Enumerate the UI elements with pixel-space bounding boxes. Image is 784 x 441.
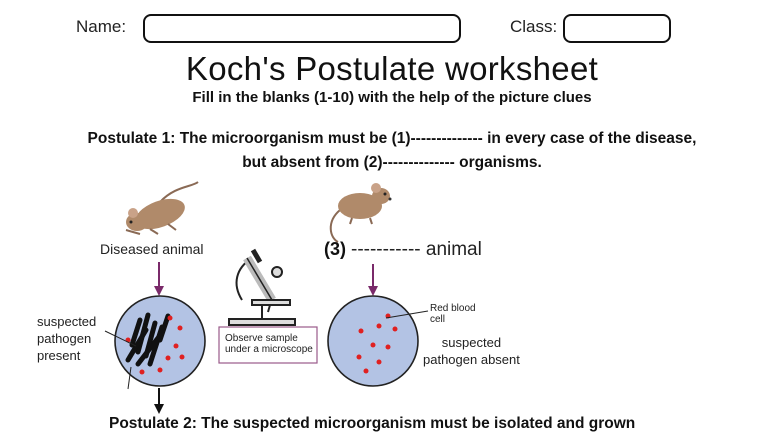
left-red-cells <box>125 315 185 375</box>
down-arrow-icon <box>154 388 164 414</box>
right-arrow-icon <box>368 264 378 296</box>
suspected-pathogen-absent-label: suspected pathogen absent <box>423 334 520 368</box>
diseased-animal-label: Diseased animal <box>100 241 204 257</box>
postulate-1-line-2: but absent from (2)-------------- organi… <box>242 154 542 171</box>
blank-3-text: ----------- animal <box>351 239 482 260</box>
name-label: Name: <box>76 17 127 36</box>
microscope-caption-line-2: under a microscope <box>225 344 313 355</box>
red-blood-line-1: Red blood <box>430 303 476 314</box>
microscope-caption-line-1: Observe sample <box>225 333 298 344</box>
left-petri-dish <box>104 295 206 390</box>
red-blood-cell-label: Red blood cell <box>430 303 476 325</box>
left-arrow-icon <box>154 262 164 296</box>
postulate-1-line-1: Postulate 1: The microorganism must be (… <box>87 130 697 147</box>
postulate-2-text: Postulate 2: The suspected microorganism… <box>109 415 636 432</box>
left-label-line-3: present <box>37 348 81 363</box>
suspected-pathogen-present-label: suspected pathogen present <box>37 313 96 364</box>
microscope-caption-box <box>218 326 318 364</box>
rod-shaped-pathogens-icon <box>125 312 171 367</box>
microscope-icon <box>228 248 296 326</box>
right-petri-dish <box>327 295 429 387</box>
right-red-cells <box>356 313 398 374</box>
name-field[interactable] <box>143 14 461 43</box>
right-label-line-1: suspected <box>441 335 502 350</box>
left-label-line-1: suspected <box>37 314 97 329</box>
class-label: Class: <box>510 17 558 36</box>
healthy-mouse-icon <box>329 183 392 243</box>
blank-3-number: (3) <box>324 239 346 259</box>
right-label-line-2: pathogen absent <box>423 352 520 367</box>
worksheet-title: Koch's Postulate worksheet <box>185 50 599 87</box>
worksheet-subtitle: Fill in the blanks (1-10) with the help … <box>192 89 592 106</box>
class-field[interactable] <box>563 14 671 43</box>
diseased-mouse-icon <box>125 181 199 235</box>
red-blood-line-2: cell <box>430 314 446 325</box>
left-label-line-2: pathogen <box>37 331 92 346</box>
microscope-caption: Observe sample under a microscope <box>225 333 313 355</box>
